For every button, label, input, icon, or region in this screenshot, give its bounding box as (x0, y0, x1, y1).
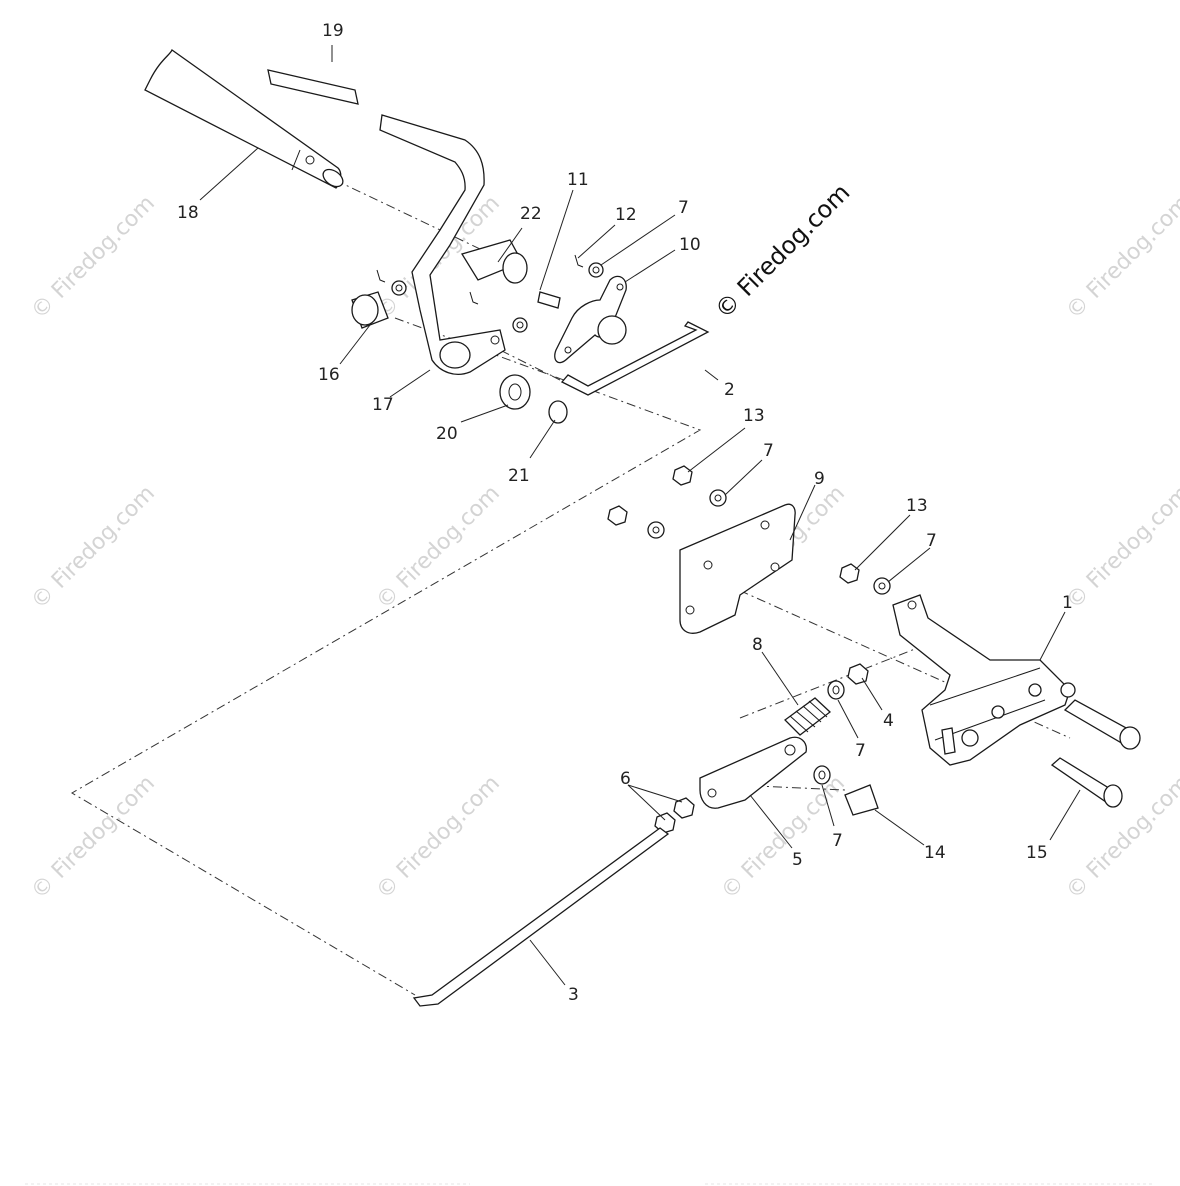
callout-3: 3 (568, 985, 579, 1005)
leader-lines (199, 45, 1081, 986)
watermark-main: © Firedog.com (709, 178, 855, 324)
callout-17: 17 (372, 395, 394, 415)
part-18-shaft (144, 48, 344, 189)
callout-9: 9 (814, 469, 825, 489)
part-3-rod (412, 827, 670, 1007)
callout-13: 13 (906, 496, 928, 516)
part-22-bushing (460, 239, 528, 284)
hardware-10-group (574, 254, 604, 278)
callout-1: 1 (1062, 593, 1073, 613)
callout-12: 12 (615, 205, 637, 225)
watermark-tile: © Firedog.com (372, 481, 505, 614)
hardware-link-group (813, 765, 879, 816)
callout-13: 13 (743, 406, 765, 426)
hardware-left (376, 269, 528, 333)
part-8-spring (784, 697, 832, 736)
hardware-plate-group (607, 465, 891, 595)
part-5-link-bracket (699, 736, 807, 809)
part-1-bracket-assembly (892, 594, 1076, 766)
part-20-washer (499, 374, 531, 410)
callout-11: 11 (567, 170, 589, 190)
callout-6: 6 (620, 769, 631, 789)
callout-18: 18 (177, 203, 199, 223)
watermark-tile: © Firedog.com (27, 481, 160, 614)
centerline-rod-2 (479, 339, 561, 381)
callout-4: 4 (883, 711, 894, 731)
part-2-rod (560, 321, 710, 396)
assembly-center-lines (71, 179, 1071, 996)
part-17-pedal-arm (379, 114, 506, 375)
callout-14: 14 (924, 843, 946, 863)
part-6-nuts (654, 797, 695, 834)
centerline-shaft (334, 179, 521, 269)
part-10-arm (554, 275, 627, 364)
centerline-pivot (71, 317, 702, 996)
callout-5: 5 (792, 850, 803, 870)
callout-7: 7 (763, 441, 774, 461)
part-19-pedal-pad (267, 69, 359, 105)
watermark-tile: © Firedog.com (372, 771, 505, 904)
callout-19: 19 (322, 21, 344, 41)
callout-7: 7 (855, 741, 866, 761)
callout-10: 10 (679, 235, 701, 255)
watermark-tile: © Firedog.com (1062, 191, 1180, 324)
callout-16: 16 (318, 365, 340, 385)
callout-2: 2 (724, 380, 735, 400)
callout-21: 21 (508, 466, 530, 486)
watermark-tile: © Firedog.com (27, 771, 160, 904)
callout-22: 22 (520, 204, 542, 224)
callout-15: 15 (1026, 843, 1048, 863)
part-16-bushing (351, 291, 389, 329)
part-9-mounting-plate (679, 503, 796, 634)
callout-8: 8 (752, 635, 763, 655)
watermark-tile: © Firedog.com (27, 191, 160, 324)
part-21-retaining-ring (548, 400, 568, 424)
hardware-spring-group (827, 663, 869, 700)
part-11-pin (537, 291, 561, 309)
part-15-bolts (1050, 699, 1141, 808)
watermark-tile: © Firedog.com (1062, 481, 1180, 614)
callout-labels: 1 2 3 4 5 6 7 7 7 7 7 8 9 10 11 12 13 13… (177, 21, 1073, 1005)
callout-7: 7 (678, 198, 689, 218)
callout-20: 20 (436, 424, 458, 444)
callout-7: 7 (832, 831, 843, 851)
callout-7: 7 (926, 531, 937, 551)
